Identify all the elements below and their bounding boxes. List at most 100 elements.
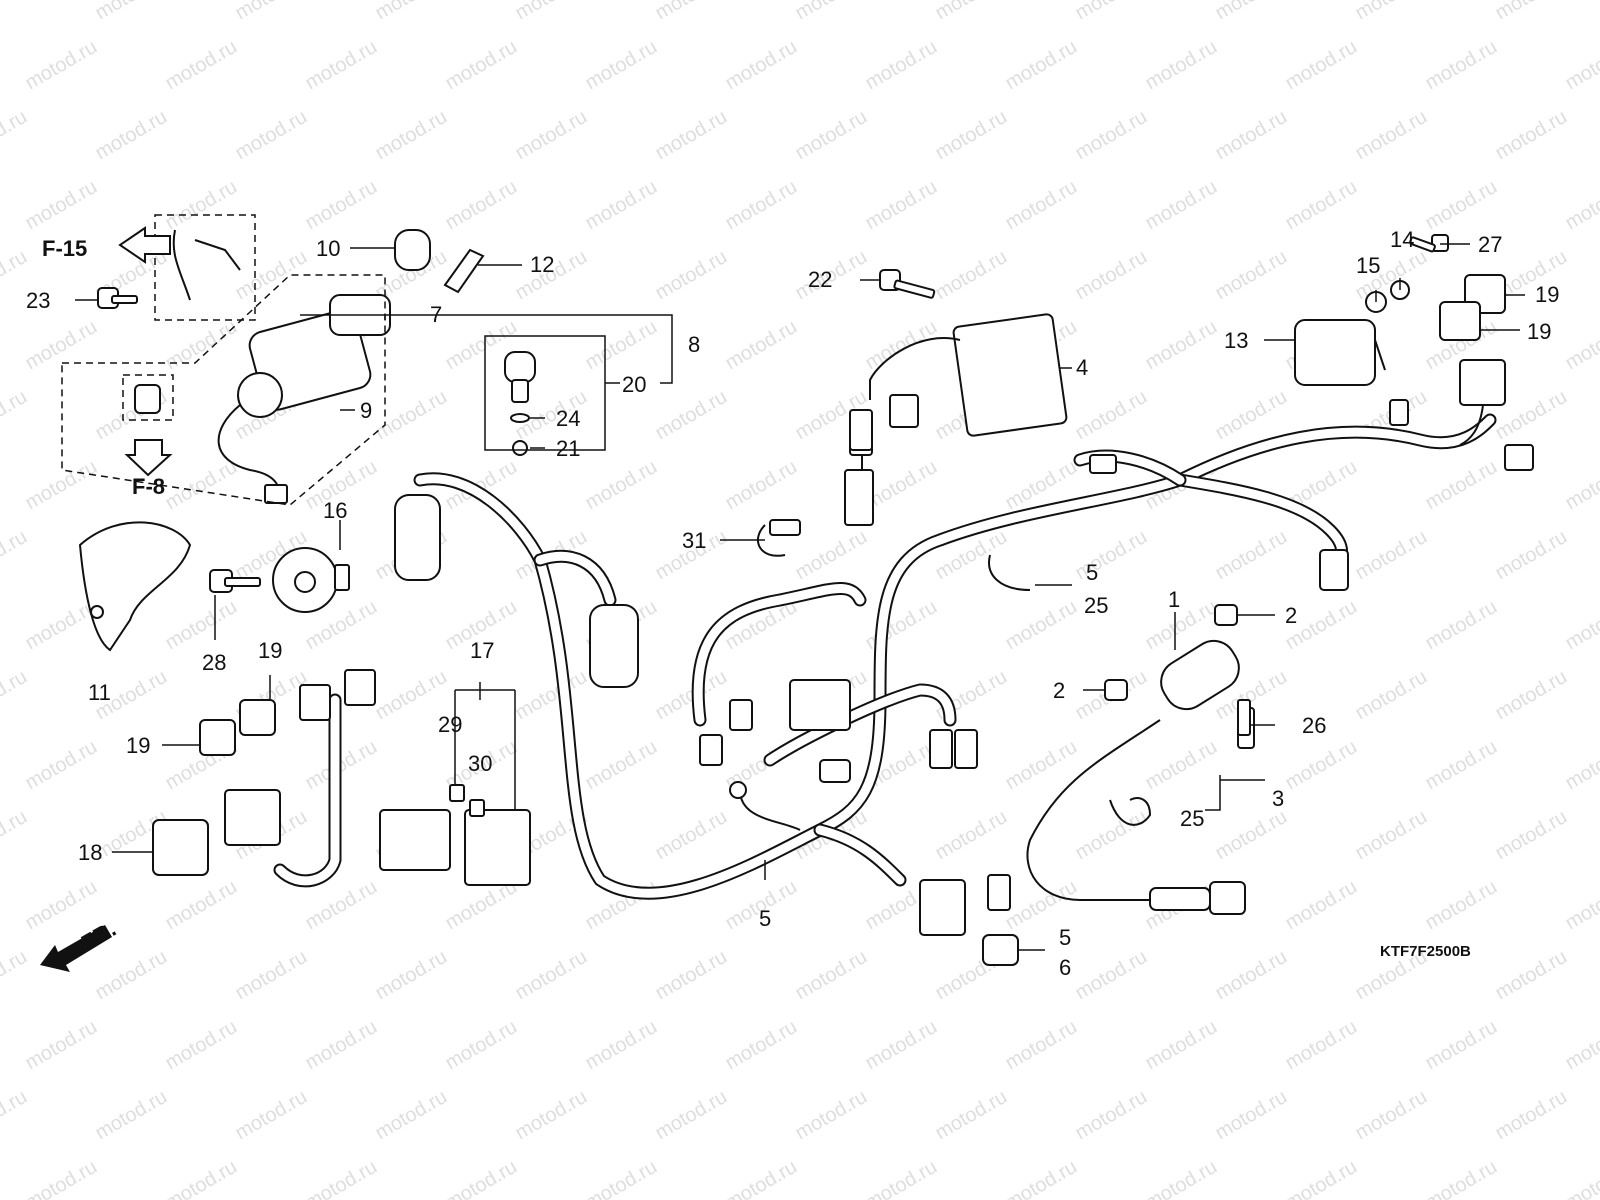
watermark-text: motod.ru [1492, 666, 1571, 725]
watermark-text: motod.ru [652, 806, 731, 865]
watermark-text: motod.ru [0, 526, 31, 585]
watermark-text: motod.ru [442, 176, 521, 235]
callout-label: 29 [438, 712, 462, 737]
watermark-text: motod.ru [512, 1086, 591, 1145]
watermark-text: motod.ru [652, 1086, 731, 1145]
watermark-text: motod.ru [582, 1016, 661, 1075]
watermark-text: motod.ru [1422, 1156, 1501, 1200]
watermark-text: motod.ru [162, 456, 241, 515]
watermark-text: motod.ru [1072, 0, 1151, 24]
callout-label: 15 [1356, 253, 1380, 278]
watermark-text: motod.ru [1142, 176, 1221, 235]
f15-sensor-outline [154, 214, 256, 321]
watermark-text: motod.ru [582, 316, 661, 375]
watermark-text: motod.ru [652, 946, 731, 1005]
watermark-text: motod.ru [1562, 36, 1600, 95]
watermark-text: motod.ru [372, 106, 451, 165]
callout-label: 19 [126, 733, 150, 758]
watermark-text: motod.ru [1562, 456, 1600, 515]
callout-label: 13 [1224, 328, 1248, 353]
watermark-text: motod.ru [722, 36, 801, 95]
callout-label: 5 [759, 906, 771, 931]
callout-label: 25 [1084, 593, 1108, 618]
callout-label: 26 [1302, 713, 1326, 738]
watermark-text: motod.ru [932, 106, 1011, 165]
callout-label: 25 [1180, 806, 1204, 831]
watermark-text: motod.ru [162, 36, 241, 95]
watermark-text: motod.ru [1212, 526, 1291, 585]
watermark-text: motod.ru [302, 36, 381, 95]
arrow-down-icon [124, 439, 173, 477]
f8-part-outline [122, 374, 174, 421]
watermark-text: motod.ru [1562, 876, 1600, 935]
watermark-text: motod.ru [512, 106, 591, 165]
watermark-text: motod.ru [1072, 106, 1151, 165]
watermark-text: motod.ru [372, 0, 451, 24]
watermark-text: motod.ru [722, 1156, 801, 1200]
watermark-text: motod.ru [1562, 1016, 1600, 1075]
watermark-text: motod.ru [302, 176, 381, 235]
watermark-text: motod.ru [1072, 1086, 1151, 1145]
watermark-text: motod.ru [22, 1016, 101, 1075]
part-16-horn [272, 547, 350, 613]
callout-label: 21 [556, 436, 580, 461]
watermark-text: motod.ru [0, 386, 31, 445]
watermark-text: motod.ru [1422, 176, 1501, 235]
watermark-text: motod.ru [22, 176, 101, 235]
part-17-fuse-box [449, 784, 531, 886]
arrow-left-icon [118, 226, 171, 264]
callout-label: 6 [1059, 955, 1071, 980]
watermark-text: motod.ru [1282, 176, 1361, 235]
watermark-text: motod.ru [792, 526, 871, 585]
watermark-text: motod.ru [582, 1156, 661, 1200]
watermark-text: motod.ru [1492, 806, 1571, 865]
part-2-nut-b [1104, 679, 1128, 701]
watermark-text: motod.ru [1492, 946, 1571, 1005]
watermark-text: motod.ru [1142, 1016, 1221, 1075]
watermark-text: motod.ru [1212, 806, 1291, 865]
watermark-text: motod.ru [652, 246, 731, 305]
watermark-text: motod.ru [1142, 736, 1221, 795]
watermark-text: motod.ru [1422, 596, 1501, 655]
callout-label: 23 [26, 288, 50, 313]
watermark-text: motod.ru [162, 176, 241, 235]
part-24-washer [510, 413, 530, 423]
watermark-text: motod.ru [1562, 316, 1600, 375]
watermark-text: motod.ru [1562, 596, 1600, 655]
watermark-text: motod.ru [1492, 526, 1571, 585]
watermark-text: motod.ru [162, 596, 241, 655]
watermark-text: motod.ru [442, 1016, 521, 1075]
watermark-text: motod.ru [162, 316, 241, 375]
callout-label: 24 [556, 406, 580, 431]
drawing-code: KTF7F2500B [1380, 943, 1471, 960]
callout-label: 12 [530, 252, 554, 277]
watermark-text: motod.ru [1422, 736, 1501, 795]
callout-label: 5 [1059, 925, 1071, 950]
callout-label: 30 [468, 751, 492, 776]
watermark-text: motod.ru [1352, 806, 1431, 865]
part-11-cover [78, 521, 192, 652]
watermark-text: motod.ru [1142, 316, 1221, 375]
front-direction-arrow-icon [40, 925, 112, 972]
watermark-text: motod.ru [792, 106, 871, 165]
callout-label: 9 [360, 398, 372, 423]
watermark-text: motod.ru [1212, 1086, 1291, 1145]
callout-label: 22 [808, 267, 832, 292]
callout-label: 28 [202, 650, 226, 675]
watermark-text: motod.ru [22, 456, 101, 515]
watermark-text: motod.ru [1072, 246, 1151, 305]
watermark-text: motod.ru [862, 36, 941, 95]
watermark-text: motod.ru [372, 386, 451, 445]
watermark-text: motod.ru [92, 0, 171, 24]
watermark-text: motod.ru [0, 666, 31, 725]
watermark-text: motod.ru [722, 176, 801, 235]
watermark-text: motod.ru [722, 456, 801, 515]
watermark-text: motod.ru [1002, 1016, 1081, 1075]
watermark-text: motod.ru [582, 36, 661, 95]
callout-label: 14 [1390, 227, 1414, 252]
callout-label: 8 [688, 332, 700, 357]
watermark-text: motod.ru [232, 1086, 311, 1145]
callout-label: 27 [1478, 232, 1502, 257]
part-25-clamp-a [988, 554, 1031, 591]
